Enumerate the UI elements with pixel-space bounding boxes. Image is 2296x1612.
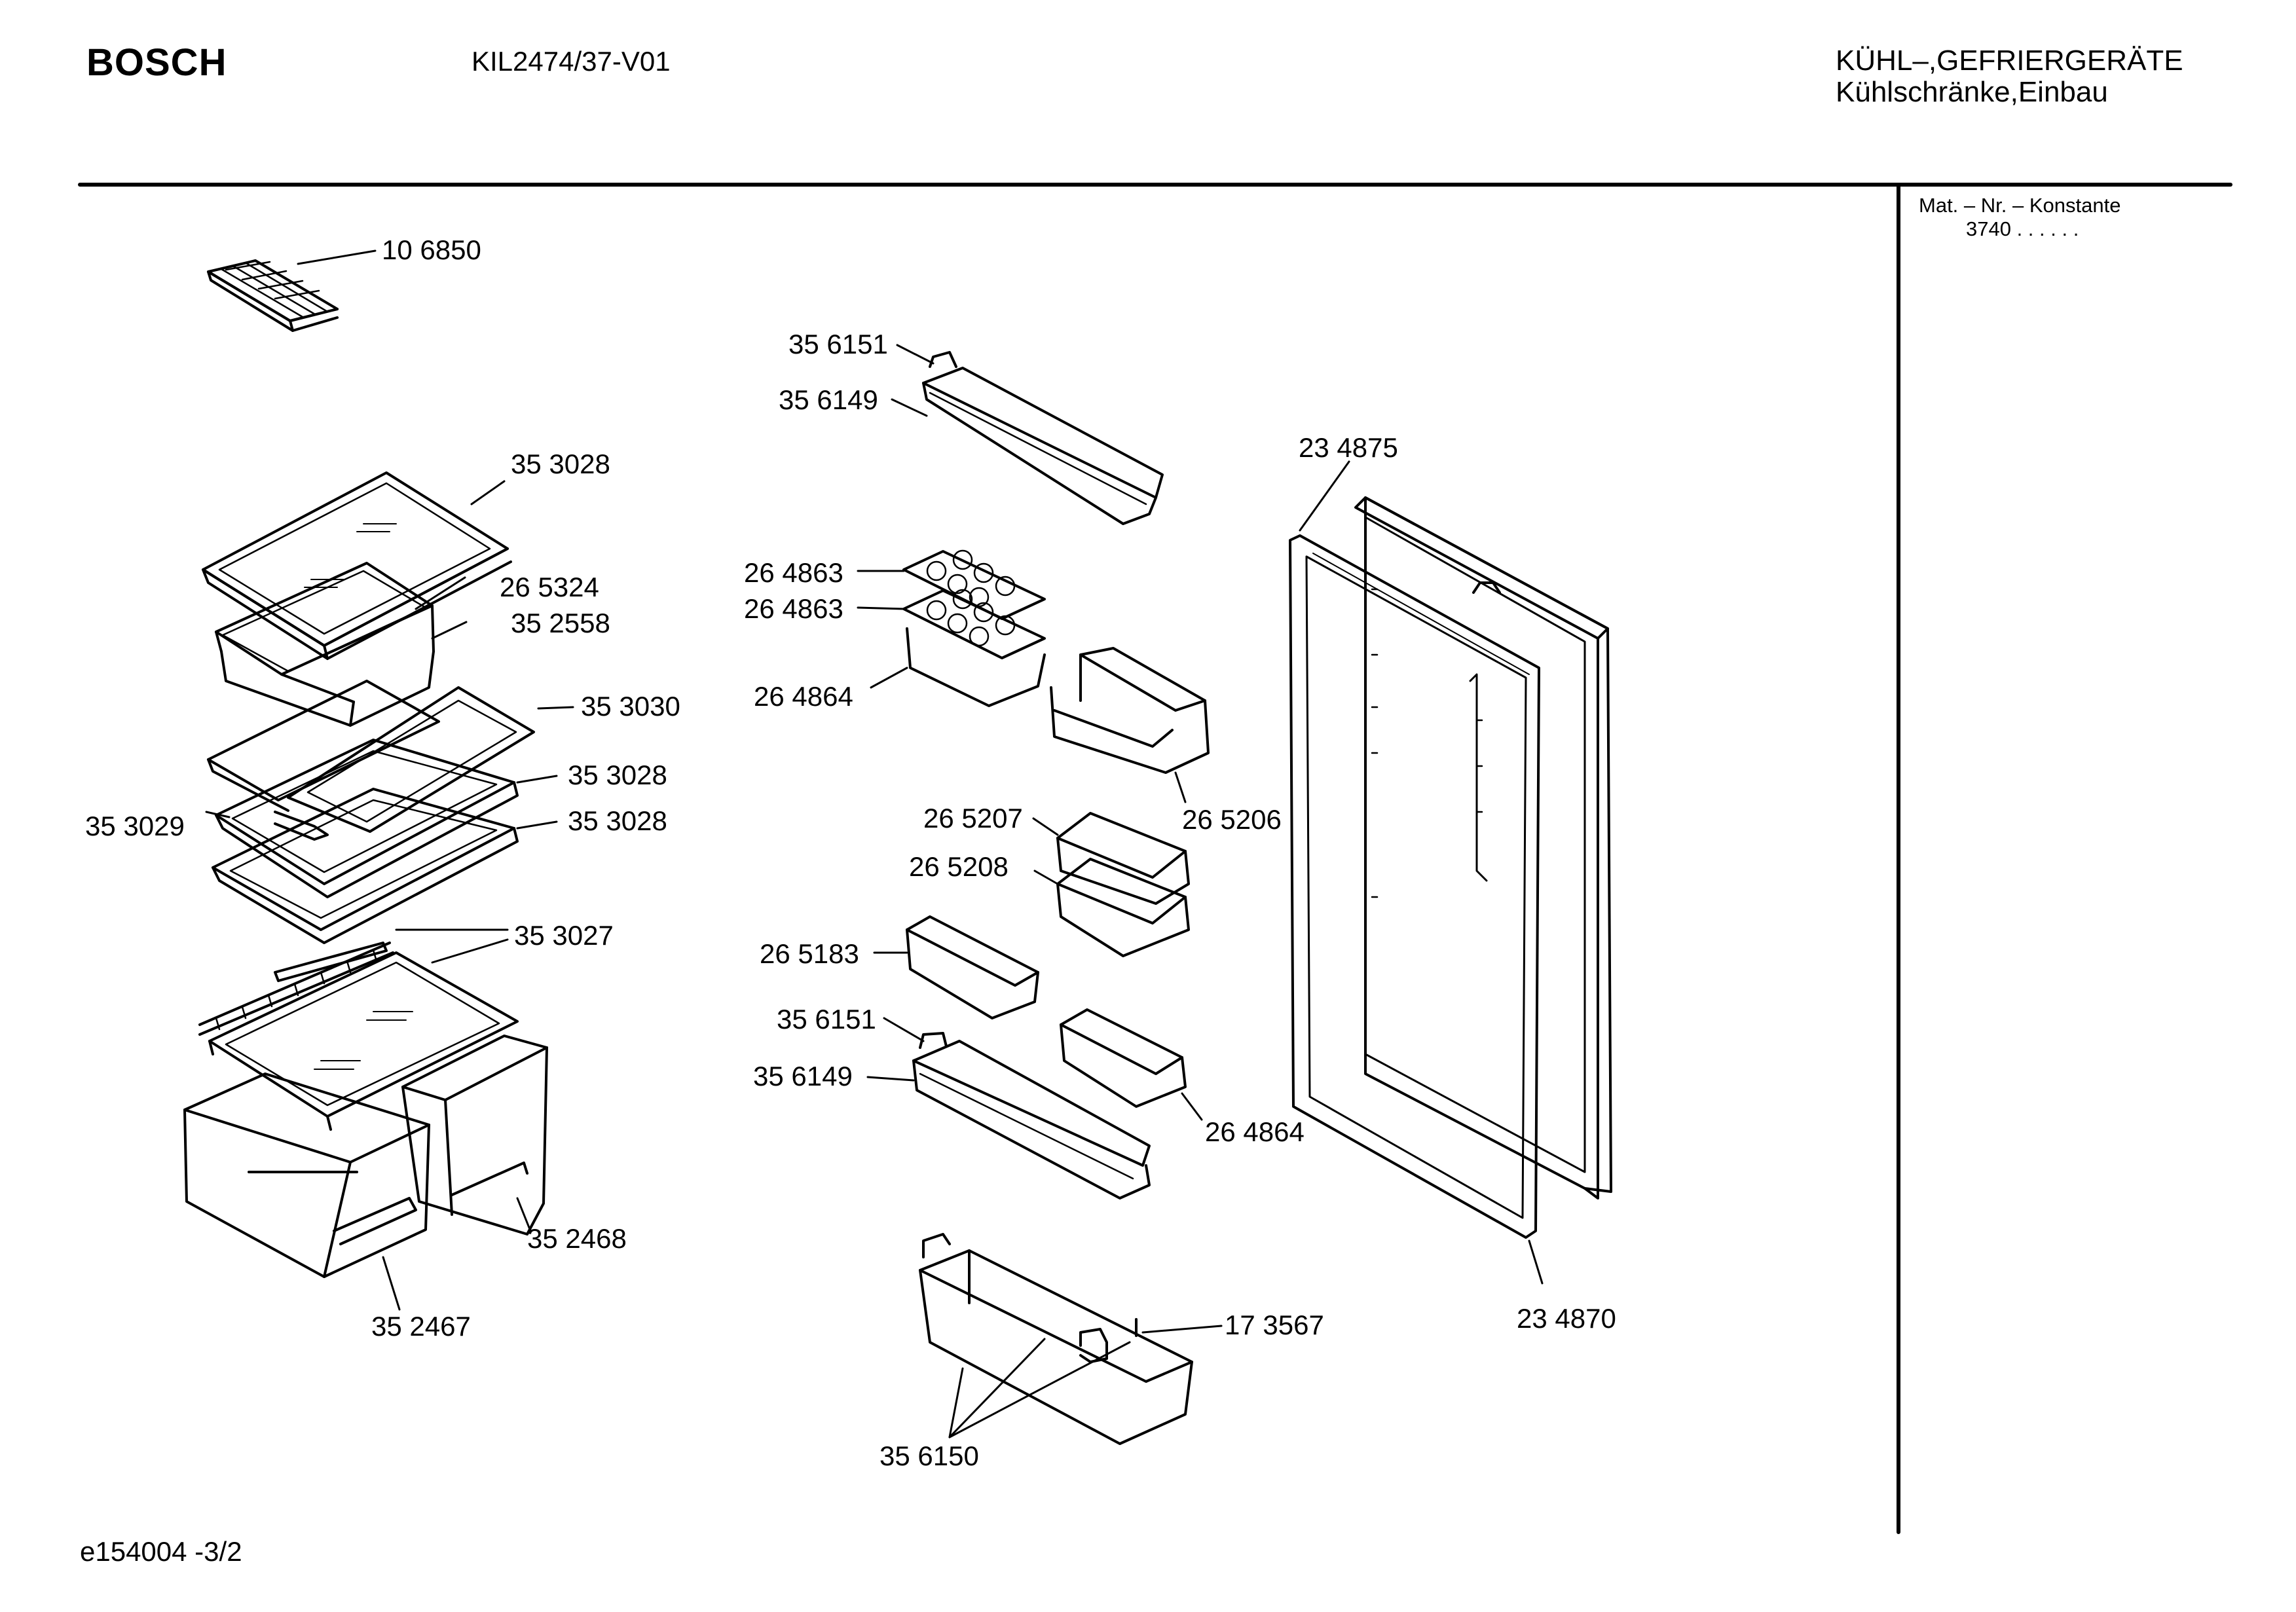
part-label-crisper-drawer-right: 35 2468: [527, 1223, 627, 1254]
door-bin-pair-drawing: [1056, 812, 1190, 957]
leader-lines: [205, 249, 1544, 1438]
part-label-bottle-retainer: 17 3567: [1225, 1310, 1324, 1340]
chiller-tray-drawing: [215, 562, 435, 727]
crisper-cover-drawing: [198, 942, 519, 1131]
part-label-crisper-cover: 35 3027: [514, 920, 614, 951]
crisper-drawers-drawing: [183, 1035, 548, 1278]
door-bin-left-drawing: [906, 915, 1039, 1019]
refrigerator-door-drawing: [1354, 496, 1612, 1200]
document-id: e154004 -3/2: [80, 1536, 242, 1567]
brand-logo: BOSCH: [86, 41, 227, 84]
part-label-chiller-cover: 26 5324: [500, 572, 599, 602]
part-label-door-bin-lower-rail: 35 6151: [777, 1004, 876, 1035]
model-number: KIL2474/37-V01: [472, 46, 671, 77]
part-label-door: 23 4875: [1299, 432, 1398, 463]
part-label-door-bin-upper-rail: 35 6151: [788, 329, 888, 359]
part-label-door-gasket: 23 4870: [1517, 1303, 1616, 1334]
part-label-egg-tray-2: 26 4863: [744, 593, 843, 624]
part-label-egg-tray-1: 26 4863: [744, 557, 843, 588]
split-glass-shelf-drawing: [207, 680, 535, 841]
category-title: KÜHL–,GEFRIERGERÄTE: [1836, 45, 2183, 77]
mat-number-label: Mat. – Nr. – Konstante: [1919, 194, 2121, 217]
part-label-door-bin-right: 26 4864: [1205, 1116, 1305, 1147]
door-bin-upper-drawing: [922, 351, 1164, 525]
ice-tray-drawing: [207, 259, 339, 332]
frame-lines: [78, 183, 2232, 1534]
part-label-bottle-bin: 35 6150: [880, 1440, 979, 1471]
part-label-glass-shelf-middle-1: 35 3028: [568, 760, 667, 790]
egg-trays-drawing: [902, 549, 1046, 707]
part-label-door-bin-upper: 35 6149: [779, 384, 878, 415]
part-label-glass-shelf-top: 35 3028: [511, 449, 610, 479]
part-label-chiller-tray: 35 2558: [511, 608, 610, 638]
glass-shelf-middle-drawing: [212, 739, 519, 944]
mat-number-value: 3740 . . . . . .: [1966, 217, 2079, 240]
part-label-door-bin-pair: 26 5208: [909, 851, 1009, 882]
part-label-door-bin-small: 26 5206: [1182, 804, 1282, 835]
door-gasket-drawing: [1289, 534, 1540, 1239]
part-label-bin-lid: 26 5207: [923, 803, 1023, 833]
door-bin-lower-drawing: [912, 1032, 1151, 1200]
part-label-split-shelf: 35 3030: [581, 691, 680, 722]
door-bin-small-drawing: [1050, 647, 1210, 774]
part-label-egg-bin: 26 4864: [754, 681, 853, 712]
part-label-glass-shelf-middle-2: 35 3028: [568, 805, 667, 836]
part-label-crisper-drawer-left: 35 2467: [371, 1311, 471, 1342]
category-subtitle: Kühlschränke,Einbau: [1836, 76, 2108, 108]
part-label-split-shelf-rear: 35 3029: [85, 811, 185, 841]
bottle-bin-drawing: [919, 1233, 1193, 1445]
glass-shelf-top-drawing: [202, 471, 512, 660]
part-label-ice-tray: 10 6850: [382, 234, 481, 265]
part-label-door-bin-lower: 35 6149: [753, 1061, 853, 1091]
part-label-door-bin-left: 26 5183: [760, 938, 859, 969]
door-bin-right-drawing: [1060, 1008, 1187, 1108]
